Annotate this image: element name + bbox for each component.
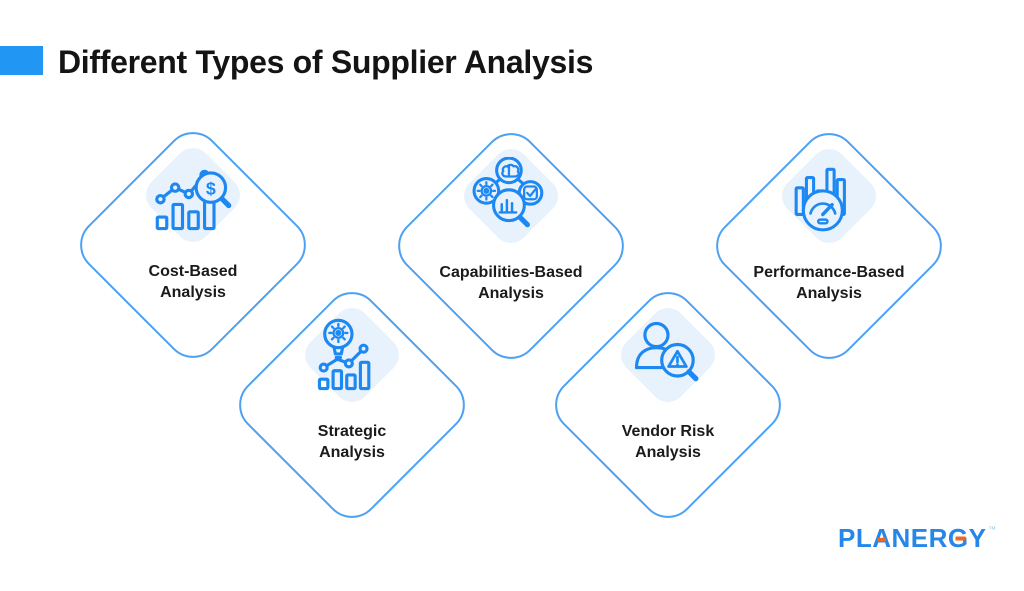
title-accent-square — [0, 46, 43, 75]
logo-g-bar — [955, 536, 966, 541]
dollar-glyph: $ — [206, 178, 216, 198]
person-alert-magnifier-icon — [634, 321, 699, 382]
label-line-2: Analysis — [160, 284, 226, 301]
label-line-2: Analysis — [319, 444, 385, 461]
logo-a-crossbar — [877, 537, 887, 542]
label-line-1: Performance-Based — [753, 264, 905, 281]
label-line-1: Capabilities-Based — [439, 264, 583, 281]
diamond-vendor-risk: Vendor Risk Analysis — [543, 280, 793, 530]
planergy-logo: PLANERGY ™ — [838, 523, 996, 553]
bar-chart-dollar-magnifier-icon: $ — [155, 169, 232, 231]
diamond-strategic: Strategic Analysis — [227, 280, 477, 530]
diamond-label: Cost-Based Analysis — [71, 261, 315, 303]
trademark-symbol: ™ — [988, 525, 996, 534]
label-line-2: Analysis — [796, 285, 862, 302]
label-line-2: Analysis — [635, 444, 701, 461]
label-line-1: Cost-Based — [148, 263, 238, 280]
brain-gear-checklist-magnifier-icon — [472, 157, 544, 228]
page-title: Different Types of Supplier Analysis — [58, 44, 594, 80]
diamond-label: Vendor Risk Analysis — [546, 421, 790, 463]
label-line-1: Vendor Risk — [621, 423, 715, 440]
diamond-cost-based: $ Cost-Based Analysis — [68, 120, 318, 370]
diamond-performance-based: Performance-Based Analysis — [704, 121, 954, 371]
diamond-label: Strategic Analysis — [230, 421, 474, 463]
diamond-label: Performance-Based Analysis — [707, 262, 951, 304]
lightbulb-gear-bar-chart-icon — [317, 318, 371, 391]
label-line-1: Strategic — [317, 423, 387, 440]
diamond-label: Capabilities-Based Analysis — [389, 262, 633, 304]
gauge-bar-chart-icon — [794, 167, 846, 232]
label-line-2: Analysis — [478, 285, 544, 302]
diamond-capabilities-based: Capabilities-Based Analysis — [386, 121, 636, 371]
